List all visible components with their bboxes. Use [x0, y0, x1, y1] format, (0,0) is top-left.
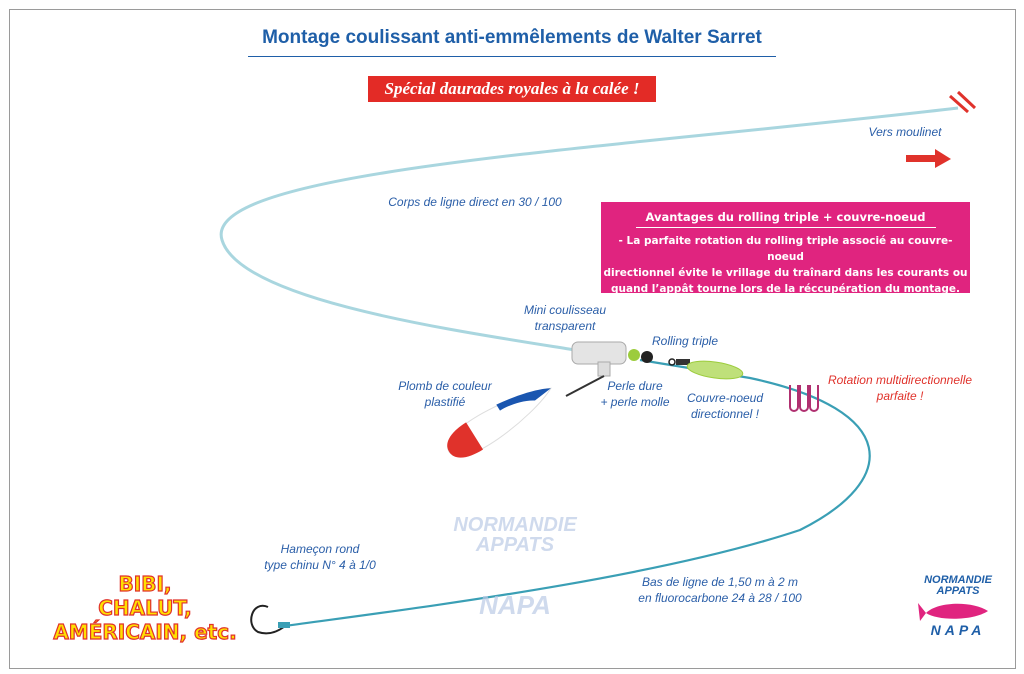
label-corps-de-ligne: Corps de ligne direct en 30 / 100	[388, 195, 562, 209]
label-line: parfaite !	[876, 389, 924, 403]
bait-list: BIBI, CHALUT, AMÉRICAIN, etc.	[30, 571, 260, 644]
advantages-line: - La parfaite rotation du rolling triple…	[618, 235, 953, 263]
label-line: Plomb de couleur	[398, 379, 492, 393]
circle-hook	[250, 604, 290, 635]
label-line: Perle dure	[607, 379, 663, 393]
label-line: en fluorocarbone 24 à 28 / 100	[638, 591, 802, 605]
logo-line: APPATS	[936, 585, 980, 597]
advantages-text: - La parfaite rotation du rolling triple…	[601, 233, 970, 297]
label-perle: Perle dure + perle molle	[595, 378, 675, 410]
label-rolling-triple: Rolling triple	[651, 334, 719, 348]
fish-icon	[918, 603, 988, 621]
advantages-heading: Avantages du rolling triple + couvre-noe…	[635, 210, 936, 228]
label-line: directionnel !	[690, 407, 760, 421]
soft-bead	[641, 351, 653, 363]
frame-border	[9, 9, 1016, 669]
bait-item: AMÉRICAIN, etc.	[53, 619, 238, 644]
label-line: type chinu N° 4 à 1/0	[264, 558, 376, 572]
label-line: + perle molle	[600, 395, 670, 409]
label-rotation: Rotation multidirectionnelle parfaite !	[825, 372, 975, 404]
watermark-line: NORMANDIE	[453, 514, 577, 536]
bait-item: CHALUT,	[98, 595, 193, 620]
rolling-swivel	[668, 358, 690, 366]
logo-line: NAPA	[930, 622, 986, 638]
special-banner: Spécial daurades royales à la calée !	[368, 76, 656, 102]
label-line: Hameçon rond	[280, 542, 360, 556]
label-line: plastifié	[424, 395, 466, 409]
rotation-arrows-icon	[789, 385, 819, 412]
label-plomb: Plomb de couleur plastifié	[390, 378, 500, 410]
sliding-boom	[571, 341, 627, 377]
advantages-line: quand l’appât tourne lors de la réccupér…	[611, 283, 960, 295]
label-mini-coulisseau: Mini coulisseau transparent	[510, 302, 620, 334]
watermark-line: NAPA	[479, 590, 551, 620]
label-line: Rotation multidirectionnelle	[827, 373, 973, 387]
line-break-icon	[949, 90, 977, 114]
leader-line	[284, 358, 871, 628]
title-underline	[248, 56, 776, 57]
knot-cover	[686, 360, 744, 380]
label-line: transparent	[534, 319, 596, 333]
arrow-right-icon	[906, 149, 951, 168]
watermark-line: APPATS	[475, 534, 555, 556]
label-bas-de-ligne: Bas de ligne de 1,50 m à 2 m en fluorocar…	[620, 574, 820, 606]
normandie-appats-logo: NORMANDIE APPATS NAPA	[918, 574, 998, 638]
label-hamecon: Hameçon rond type chinu N° 4 à 1/0	[240, 541, 400, 573]
label-line: Bas de ligne de 1,50 m à 2 m	[641, 575, 799, 589]
hard-bead	[628, 349, 640, 361]
advantages-line: directionnel évite le vrillage du traîna…	[603, 267, 968, 279]
main-line	[219, 106, 959, 352]
label-couvre-noeud: Couvre-noeud directionnel !	[680, 390, 770, 422]
logo-line: NORMANDIE	[924, 574, 992, 586]
label-line: Mini coulisseau	[523, 303, 607, 317]
advantages-box: Avantages du rolling triple + couvre-noe…	[601, 202, 970, 295]
label-line: Couvre-noeud	[686, 391, 764, 405]
label-vers-moulinet: Vers moulinet	[868, 125, 942, 139]
bait-item: BIBI,	[118, 571, 172, 596]
sinker-lead	[447, 387, 552, 458]
diagram-title: Montage coulissant anti-emmêlements de W…	[262, 27, 762, 48]
snap-link	[565, 375, 605, 397]
